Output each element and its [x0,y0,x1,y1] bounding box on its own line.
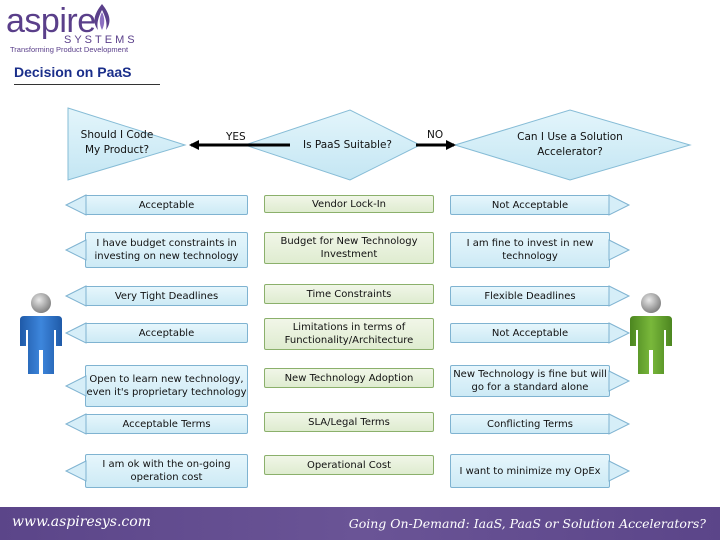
footer-website: www.aspiresys.com [12,514,151,530]
decision-diamond-left [67,107,187,181]
person-left-icon [20,293,62,374]
center-criterion-box: Operational Cost [264,455,434,475]
decision-flow [67,107,692,181]
footer-tagline: Going On-Demand: IaaS, PaaS or Solution … [348,516,706,531]
left-criterion-box: Open to learn new technology, even it's … [85,365,248,407]
person-right-icon [630,293,672,374]
box-pointers [64,194,631,482]
no-label: NO [427,129,444,141]
footer-bar [0,507,720,540]
left-criterion-box: Acceptable [85,195,248,215]
page-title: Decision on PaaS [14,64,132,80]
right-criterion-box: Flexible Deadlines [450,286,610,306]
title-underline [14,84,160,85]
right-criterion-box: I am fine to invest in new technology [450,232,610,268]
logo-systems-text: SYSTEMS [64,34,138,46]
center-criterion-box: Vendor Lock-In [264,195,434,213]
left-criterion-box: Very Tight Deadlines [85,286,248,306]
yes-label: YES [226,131,246,143]
center-criterion-box: Time Constraints [264,284,434,304]
right-criterion-box: I want to minimize my OpEx [450,454,610,488]
decision-center-text: Is PaaS Suitable? [302,138,393,151]
logo-wordmark: aspire [6,2,96,40]
center-criterion-box: SLA/Legal Terms [264,412,434,432]
decision-left-text: Should I Code My Product? [80,129,154,156]
left-criterion-box: I have budget constraints in investing o… [85,232,248,268]
center-criterion-box: Limitations in terms of Functionality/Ar… [264,318,434,350]
center-criterion-box: New Technology Adoption [264,368,434,388]
logo-emblem-icon [94,4,110,30]
decision-diamond-right [453,109,692,181]
logo-tagline: Transforming Product Development [10,45,129,54]
left-criterion-box: Acceptable [85,323,248,343]
center-criterion-box: Budget for New Technology Investment [264,232,434,264]
decision-right-text: Can I Use a Solution Accelerator? [517,131,623,158]
